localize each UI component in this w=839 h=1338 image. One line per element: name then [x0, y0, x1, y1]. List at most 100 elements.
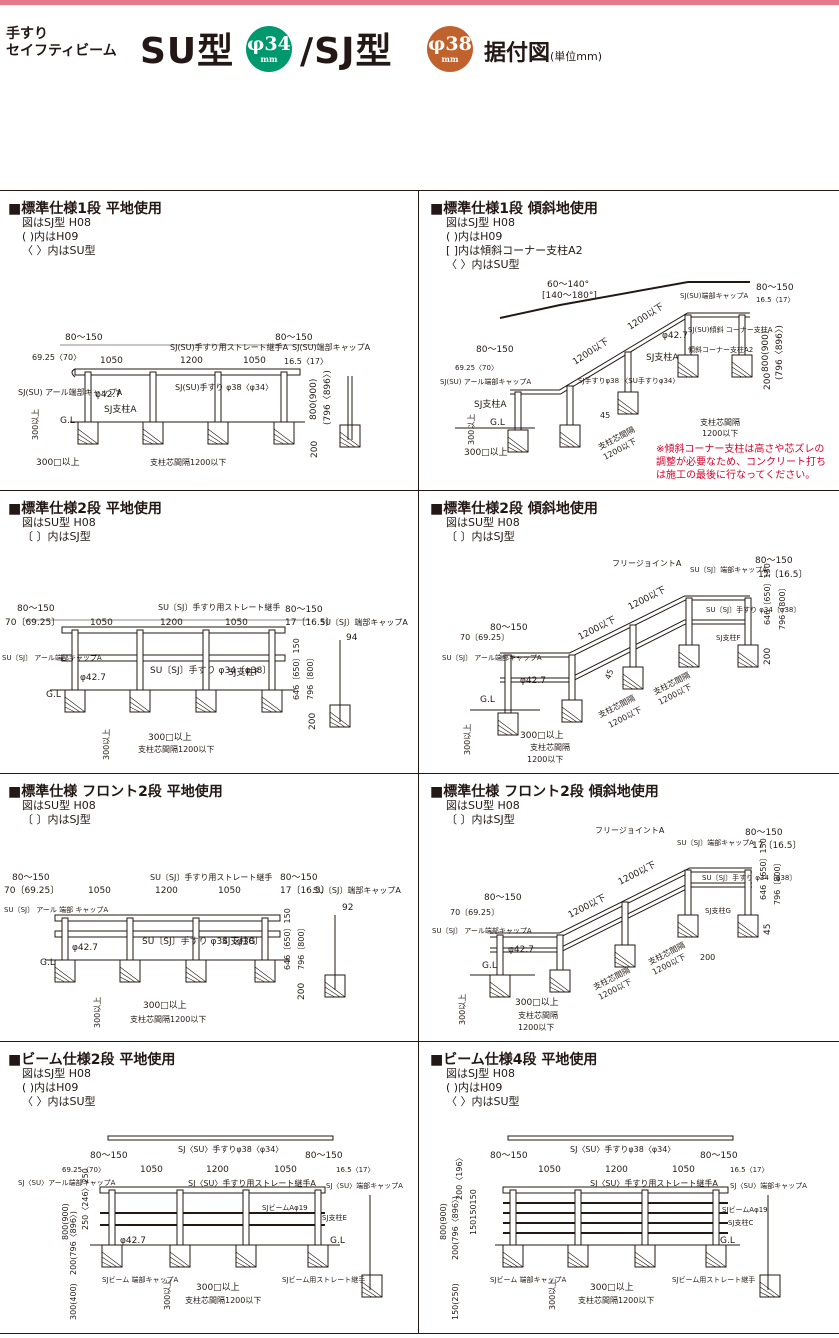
panel-title: ■標準仕様2段 傾斜地使用 [430, 501, 598, 517]
dimension-label: [140～180°] [542, 291, 597, 301]
hatch-line [329, 721, 341, 728]
grid-divider [418, 190, 419, 1333]
hatch-line [119, 976, 131, 983]
dimension-label: 300□以上 [143, 1000, 187, 1011]
post [61, 917, 69, 961]
hatch-line [497, 724, 514, 736]
hatch-line [677, 926, 694, 938]
header-line2: セイフティビーム [6, 43, 117, 59]
hatch-line [507, 436, 529, 453]
hatch-line [622, 683, 634, 690]
hatch-line [101, 1261, 113, 1268]
dimension-label: G.L [46, 690, 61, 700]
page-title: 据付図(単位mm) [484, 41, 603, 66]
hatch-line [254, 976, 266, 983]
hatch-line [261, 701, 278, 713]
dimension-label: 80～150 [745, 828, 783, 838]
dimension-label: 80～150 [275, 333, 313, 343]
hatch-line [737, 661, 749, 668]
dimension-label: 800(900) [761, 331, 771, 372]
sloped-handrail [490, 882, 752, 953]
hatch-line [169, 1251, 191, 1268]
dimension-label: 92 [342, 903, 353, 913]
dimension-label: 300以上 [102, 729, 111, 760]
dimension-label: 300以上 [93, 997, 102, 1028]
dimension-label: 800(900) [439, 1203, 448, 1240]
dimension-label: SJ〈SU〉手すり用ストレート継手A [590, 1178, 718, 1188]
dimension-label: φ42.7 [120, 1236, 146, 1246]
dimension-label: 1200以下 [577, 615, 618, 642]
post [641, 1189, 649, 1246]
dimension-label: SJビーム用ストレート継手 [282, 1275, 365, 1284]
dimension-label: 1050 [140, 1165, 163, 1175]
dimension-label: 傾斜コーナー支柱A2 [688, 345, 753, 354]
dimension-label: 80～150 [755, 556, 793, 566]
dimension-label: 80～150 [756, 283, 794, 293]
panel-notes: 図はSJ型 H08( )内はH09〈 〉内はSU型 [22, 216, 96, 257]
hatch-line [677, 371, 689, 378]
dimension-label: SJ支柱A [104, 403, 137, 415]
dimension-label: 45 [763, 924, 773, 935]
hatch-line [559, 431, 581, 448]
hatch-line [361, 1281, 383, 1298]
dimension-label: 16.5〈17〉 [730, 1166, 769, 1174]
hatch-line [361, 1291, 373, 1298]
post [214, 371, 222, 423]
grid-line [0, 190, 839, 191]
hatch-line [339, 436, 356, 448]
dimension-label: フリージョイントA [612, 559, 682, 568]
dimension-label: 69.25〈70〉 [62, 1166, 105, 1174]
dimension-label: 80～150 [305, 1151, 343, 1161]
dimension-label: 1200以下 [518, 1023, 554, 1032]
hatch-line [185, 971, 202, 983]
dimension-label: SJ支柱G [705, 906, 731, 915]
hatch-line [634, 1256, 651, 1268]
hatch-line [502, 1261, 514, 1268]
dimension-label: SU〔SJ〕 アール端部キャップA [432, 926, 532, 935]
post [574, 1189, 582, 1246]
dimension-label: SJ〈SU〉手すりφ38〈φ34〉 [178, 1144, 283, 1154]
dimension-label: SU〔SJ〕 アール端部キャップA [442, 653, 542, 662]
hatch-line [549, 976, 571, 993]
dimension-label: 1200 [180, 356, 203, 366]
dimension-label: 支柱芯間隔1200以下 [130, 1014, 206, 1024]
dimension-label: 1050 [274, 1165, 297, 1175]
post [566, 385, 574, 426]
grid-line [0, 1333, 839, 1334]
hatch-line [497, 719, 519, 736]
hatch-line [101, 1251, 123, 1268]
sloped-handrail-inner [500, 620, 750, 682]
hatch-line [737, 931, 749, 938]
hatch-line [324, 991, 336, 998]
dimension-label: SJ支柱C [728, 1218, 754, 1227]
hatch-line [273, 428, 295, 445]
dimension-label: φ42.7 [508, 945, 534, 955]
dimension-label: SJ(SU)手すり φ38〈φ34〉 [175, 382, 273, 392]
dimension-label: 80～150 [476, 345, 514, 355]
warning-note: ※傾斜コーナー支柱は高さや芯ズレの調整が必要なため、コンクリート打ちは施工の最後… [656, 444, 826, 481]
dimension-label: φ42.7 [95, 390, 121, 400]
hatch-line [502, 1256, 519, 1268]
hatch-line [759, 1281, 781, 1298]
post [176, 1189, 184, 1246]
hatch-line [567, 1251, 589, 1268]
dimension-label: SJ支柱E [322, 1213, 347, 1222]
dimension-label: 70〔69.25〕 [450, 908, 499, 917]
hatch-line [361, 1286, 378, 1298]
dimension-label: SU〔SJ〕手すり φ34〔φ38〕 [706, 605, 800, 614]
hatch-line [324, 986, 341, 998]
hatch-line [329, 711, 351, 728]
hatch-line [705, 1251, 727, 1268]
dimension-label: 17〔16.5〕 [752, 840, 802, 851]
post [496, 934, 504, 976]
hatch-line [677, 921, 699, 938]
hatch-line [54, 966, 76, 983]
dimension-label: 796〔800〕 [778, 583, 787, 630]
dimension-label: SU〔SJ〕端部キャップA [320, 617, 408, 627]
hatch-line [64, 706, 76, 713]
dimension-label: 支柱芯間隔1200以下 [150, 457, 226, 467]
hatch-line [254, 966, 276, 983]
hatch-line [261, 696, 283, 713]
dimension-label: SJ支柱F [716, 633, 741, 642]
grid-line [0, 773, 839, 774]
